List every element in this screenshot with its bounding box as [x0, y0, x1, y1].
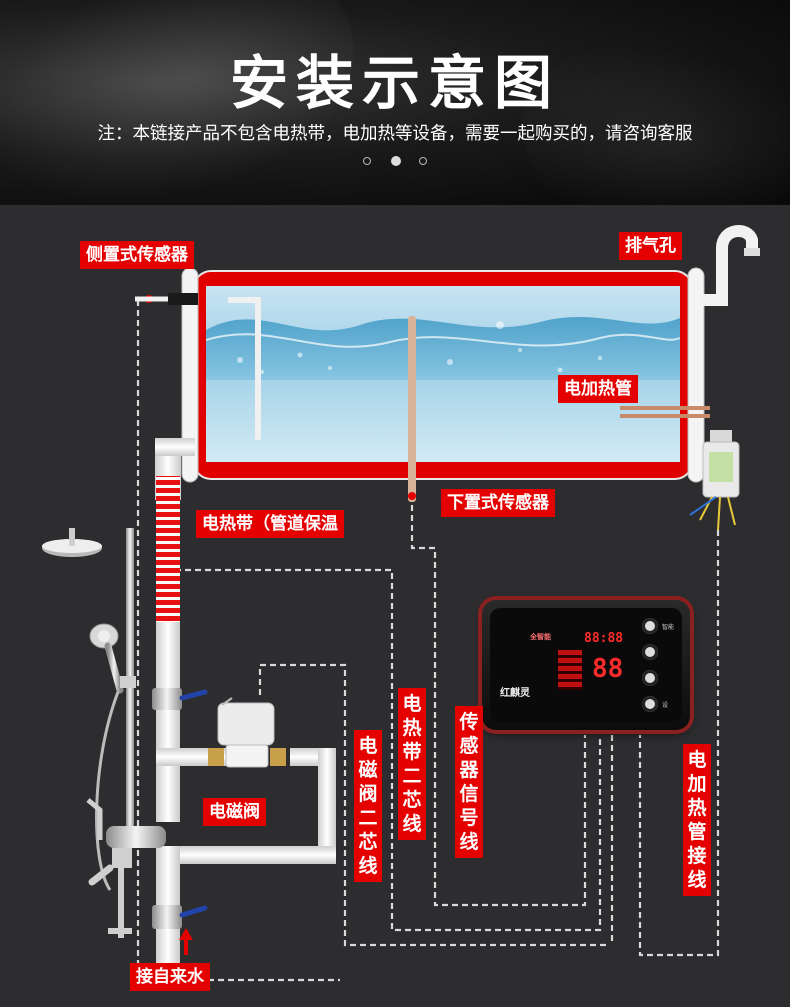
- label-tap-water: 接自来水: [130, 963, 210, 991]
- controller-button-label-4: 设: [662, 702, 669, 709]
- installation-diagram: [42, 225, 760, 982]
- heater-element: [689, 430, 740, 531]
- label-heater-wire: 电加热管接线: [683, 744, 711, 896]
- carousel-dot-3[interactable]: [419, 157, 427, 165]
- controller-button-4[interactable]: [642, 696, 658, 712]
- lcd-temperature: 88: [592, 654, 624, 684]
- header-banner: 安装示意图 注：本链接产品不包含电热带，电加热等设备，需要一起购买的，请咨询客服: [0, 0, 790, 205]
- controller-button-1[interactable]: [642, 618, 658, 634]
- carousel-dot-2[interactable]: [391, 156, 401, 166]
- label-sensor-signal-wire: 传感器信号线: [455, 706, 483, 858]
- label-vent: 排气孔: [619, 232, 682, 260]
- lcd-tag: 全智能: [530, 633, 551, 641]
- water-tank: [135, 267, 710, 502]
- label-side-sensor: 侧置式传感器: [80, 241, 194, 269]
- page-title: 安装示意图: [229, 49, 560, 117]
- controller-button-label-1: 智能: [662, 624, 675, 631]
- carousel-dots[interactable]: [363, 156, 433, 168]
- lcd-indicators: [558, 650, 582, 690]
- label-heating-tube: 电加热管: [558, 375, 638, 403]
- label-heat-tape-wire: 电热带二芯线: [398, 688, 426, 840]
- controller-display: 全智能 88:88 88: [530, 628, 626, 692]
- controller-button-3[interactable]: [642, 670, 658, 686]
- lcd-clock: 88:88: [584, 631, 624, 646]
- controller-button-2[interactable]: [642, 644, 658, 660]
- pipes: [152, 438, 336, 976]
- temperature-controller: 红麒灵 全智能 88:88 88 智能 设: [482, 600, 690, 730]
- label-solenoid-valve: 电磁阀: [203, 798, 266, 826]
- label-bottom-sensor: 下置式传感器: [441, 489, 555, 517]
- carousel-dot-1[interactable]: [363, 157, 371, 165]
- vent-pipe: [698, 225, 760, 306]
- label-heat-tape: 电热带（管道保温: [196, 510, 344, 538]
- page-subtitle: 注：本链接产品不包含电热带，电加热等设备，需要一起购买的，请咨询客服: [97, 124, 693, 144]
- controller-brand: 红麒灵: [500, 688, 530, 699]
- shower-set: [42, 525, 166, 938]
- label-solenoid-wire: 电磁阀二芯线: [354, 730, 382, 882]
